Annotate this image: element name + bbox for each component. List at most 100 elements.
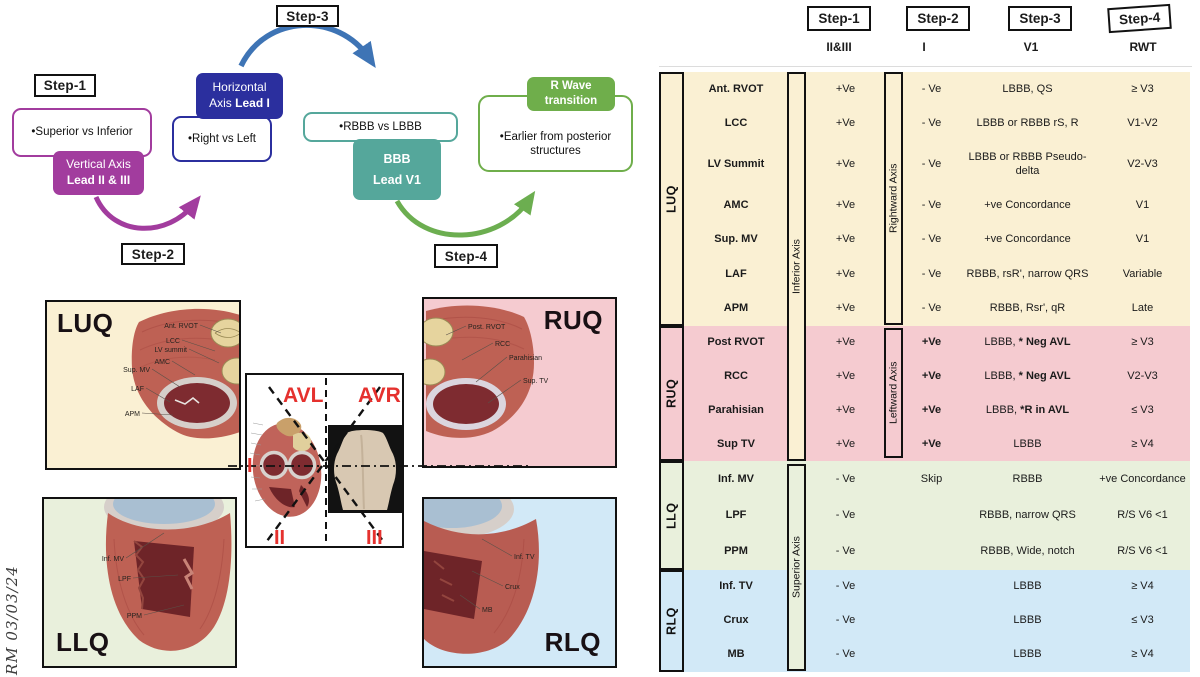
right-vs-left-text: •Right vs Left [188, 132, 256, 145]
structure-name-cell: LAF [725, 267, 747, 280]
header-step3: Step-3 V1 [990, 6, 1090, 54]
rightward-axis-box: Rightward Axis [884, 72, 903, 325]
step3-value-cell: LBBB, QS [1002, 82, 1053, 95]
ruq-panel: Post. RVOT RCC Parahisian Sup. TV RUQ [422, 297, 617, 468]
ruq-aortic-valve [424, 358, 446, 386]
rwt-header: RWT [1129, 40, 1157, 54]
step1-value-cell: - Ve [835, 580, 856, 593]
step1-value-cell: +Ve [835, 157, 856, 170]
step4-value-cell: V1-V2 [1127, 116, 1158, 129]
step3-value-cell: LBBB, * Neg AVL [984, 370, 1071, 383]
step2-value-cell: +Ve [921, 336, 942, 349]
table-quadrant-label-llq: LLQ [659, 461, 684, 570]
structure-name-cell: AMC [723, 198, 749, 211]
luq-panel: Ant. RVOT LCC LV summit AMC Sup. MV LAF … [45, 300, 241, 470]
structure-name-cell: LPF [725, 508, 747, 521]
llq-structure-label: LPF [118, 576, 131, 583]
lead-iii-label: III [366, 527, 383, 549]
right-vs-left-note: •Right vs Left [172, 116, 272, 162]
step1-value-cell: +Ve [835, 267, 856, 280]
step1-header-box: Step-1 [807, 6, 871, 31]
step2-value-cell: - Ve [921, 267, 942, 280]
rbbb-vs-lbbb-note: •RBBB vs LBBB [303, 112, 458, 142]
superior-vs-inferior-note: •Superior vs Inferior [12, 108, 152, 157]
step2-value-cell: +Ve [921, 370, 942, 383]
step2-value-cell: - Ve [921, 116, 942, 129]
step4-label: Step-4 [434, 244, 498, 268]
structure-name-cell: PPM [724, 545, 748, 558]
ruq-pulmonic-valve [424, 317, 454, 347]
rwave-line1: R Wave [550, 80, 592, 93]
step2-curved-arrow [93, 195, 201, 231]
step1-value-cell: +Ve [835, 233, 856, 246]
luq-structure-label: LV summit [154, 347, 187, 354]
avl-label: AVL [283, 384, 324, 407]
ruq-structure-label: Parahisian [509, 355, 542, 362]
lead-i-header: I [922, 40, 926, 54]
rbbb-vs-lbbb-text: •RBBB vs LBBB [339, 120, 422, 133]
table-row-crux: Crux - Ve LBBB ≤ V3 [684, 614, 1190, 627]
llq-structure-label: Inf. MV [102, 556, 125, 563]
luq-heart-illustration: Ant. RVOT LCC LV summit AMC Sup. MV LAF … [123, 308, 239, 439]
axis-reference-panel [245, 373, 404, 548]
step2-value-cell: - Ve [921, 233, 942, 246]
step3-value-cell: LBBB or RBBB rS, R [976, 116, 1079, 129]
step3-value-cell: RBBB, Rsr', qR [989, 302, 1066, 315]
step3-value-cell: RBBB, Wide, notch [980, 545, 1075, 558]
ruq-structure-label: Sup. TV [523, 378, 548, 385]
step4-value-cell: ≥ V4 [1131, 648, 1154, 661]
step1-value-cell: +Ve [835, 370, 856, 383]
step3-value-cell: LBBB [1013, 580, 1042, 593]
structure-name-cell: Crux [723, 614, 749, 627]
luq-structure-label: LCC [166, 338, 180, 345]
step1-value-cell: +Ve [835, 198, 856, 211]
step1-value-cell: +Ve [835, 336, 856, 349]
step2-value-cell: - Ve [921, 157, 942, 170]
lead-ii-iii-header: II&III [826, 40, 852, 54]
structure-name-cell: Parahisian [708, 403, 764, 416]
rlq-structure-label: Crux [505, 584, 520, 591]
step3-label: Step-3 [276, 5, 339, 27]
superior-vs-inferior-text: •Superior vs Inferior [31, 126, 133, 139]
lead-v1-header: V1 [1023, 40, 1039, 54]
horizontal-axis-line1: Horizontal [212, 80, 267, 95]
llq-heart-illustration: Inf. MV LPF PPM [102, 499, 232, 651]
bbb-line2: Lead V1 [373, 173, 421, 187]
luq-structure-label: APM [125, 411, 140, 418]
llq-title: LLQ [56, 627, 110, 657]
step3-header-box: Step-3 [1008, 6, 1072, 31]
step3-label-text: Step-3 [286, 8, 329, 24]
step4-value-cell: Variable [1122, 267, 1163, 280]
step1-value-cell: - Ve [835, 614, 856, 627]
step3-value-cell: LBBB [1013, 614, 1042, 627]
header-step4: Step-4 RWT [1090, 3, 1190, 54]
bbb-lead-v1-box: BBB Lead V1 [353, 139, 441, 200]
luq-pulmonic-valve [221, 357, 239, 385]
llq-panel: Inf. MV LPF PPM LLQ [42, 497, 237, 668]
step2-label-text: Step-2 [131, 246, 175, 262]
step1-value-cell: - Ve [835, 648, 856, 661]
luq-title: LUQ [57, 308, 114, 338]
step3-value-cell: RBBB, narrow QRS [979, 508, 1076, 521]
luq-aortic-valve [210, 318, 239, 348]
llq-papillary-muscle [182, 558, 194, 590]
step3-value-cell: RBBB [1012, 472, 1043, 485]
step2-value-cell: - Ve [921, 82, 942, 95]
structure-name-cell: LCC [724, 116, 748, 129]
ruq-structure-label: RCC [495, 341, 510, 348]
step3-curved-arrow [238, 22, 376, 69]
step4-value-cell: ≤ V3 [1131, 614, 1154, 627]
superior-axis-box: Superior Axis [787, 464, 806, 671]
step2-value-cell: Skip [920, 472, 943, 485]
structure-name-cell: Sup. MV [714, 233, 758, 246]
